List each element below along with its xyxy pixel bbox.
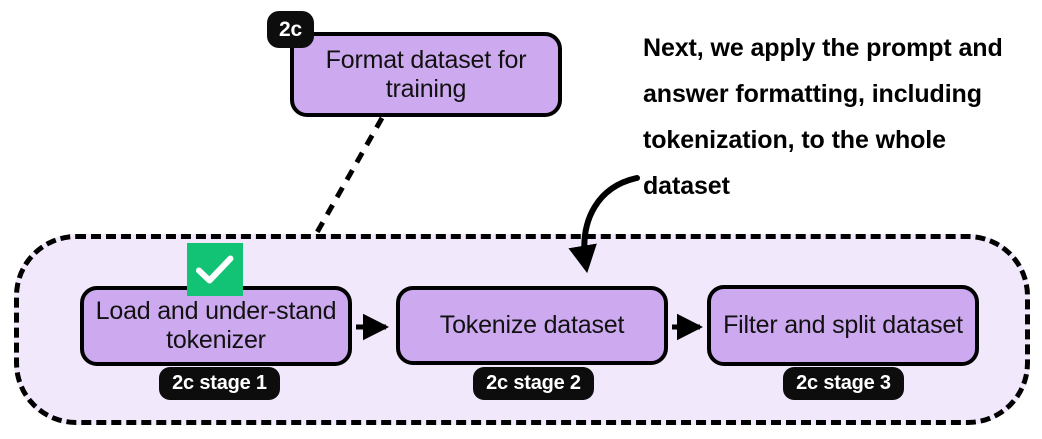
badge-stage-2: 2c stage 2 (473, 367, 594, 400)
badge-2c-label: 2c (279, 17, 302, 41)
check-icon (187, 243, 243, 296)
badge-stage-2-label: 2c stage 2 (486, 372, 581, 394)
badge-2c: 2c (267, 11, 314, 48)
badge-stage-1-label: 2c stage 1 (172, 372, 267, 394)
connector-format-to-group (312, 116, 385, 238)
check-icon-glyph (196, 255, 234, 283)
badge-stage-1: 2c stage 1 (159, 367, 280, 400)
node-stage-3[interactable]: Filter and split dataset (707, 285, 979, 366)
annotation-text: Next, we apply the prompt and answer for… (643, 34, 1003, 200)
node-stage-3-label: Filter and split dataset (723, 311, 963, 339)
badge-stage-3-label: 2c stage 3 (796, 372, 891, 394)
node-format-dataset[interactable]: Format dataset for training (290, 32, 562, 117)
node-stage-2[interactable]: Tokenize dataset (396, 286, 668, 365)
node-stage-2-label: Tokenize dataset (439, 311, 625, 339)
badge-stage-3: 2c stage 3 (783, 367, 904, 400)
node-stage-1[interactable]: Load and under-stand tokenizer (80, 286, 352, 366)
node-format-dataset-label: Format dataset for training (325, 45, 527, 103)
node-stage-1-label: Load and under-stand tokenizer (95, 297, 337, 354)
